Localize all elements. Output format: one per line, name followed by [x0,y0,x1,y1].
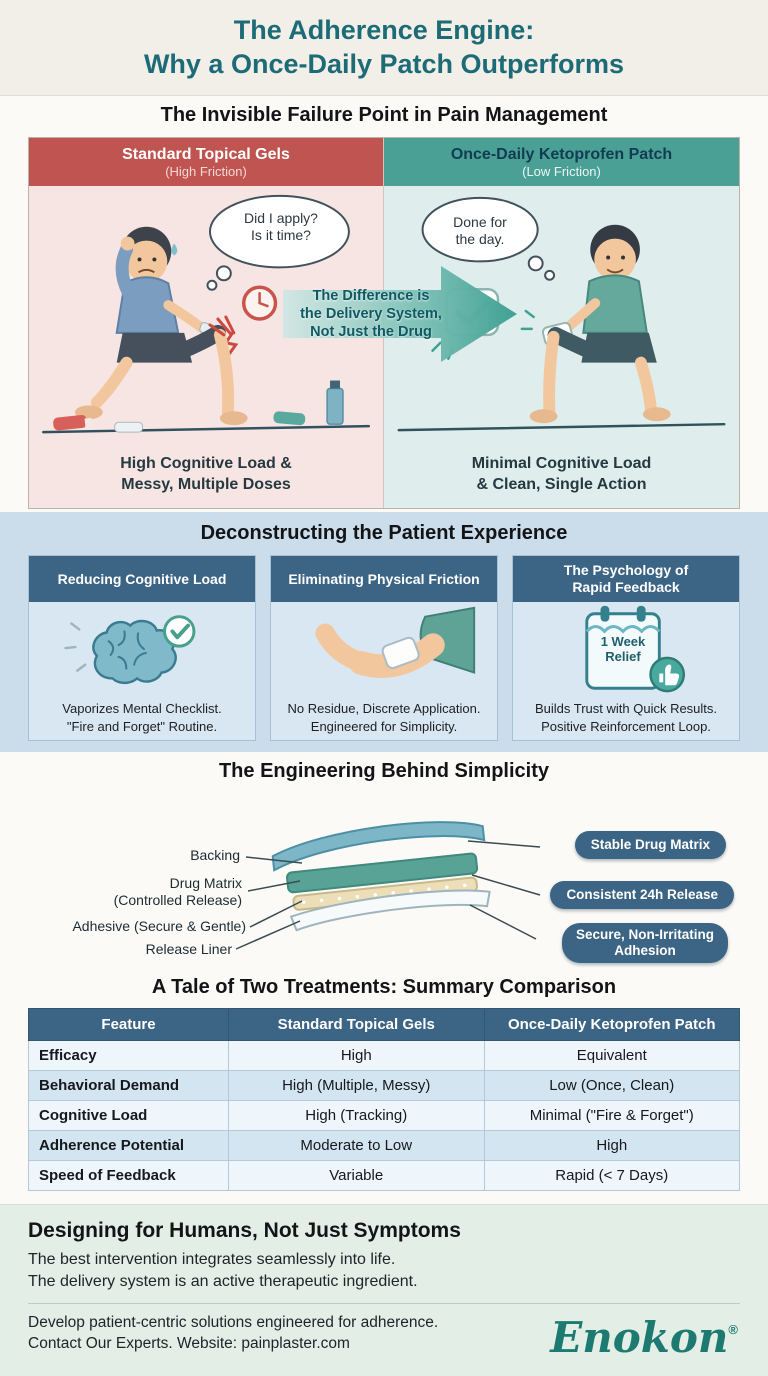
patch-panel-subtitle: (Low Friction) [522,163,601,179]
patch-thought-text: Done for the day. [453,214,507,247]
gel-tube-icon [53,415,88,431]
comparison-panel: Standard Topical Gels (High Friction) [28,137,740,509]
gel-tube-icon [114,421,143,433]
table-cell-feature: Speed of Feedback [28,1160,229,1191]
footer-title: Designing for Humans, Not Just Symptoms [28,1219,461,1242]
thought-bubble [421,196,539,263]
patch-icon [381,636,420,670]
comparison-table: Feature Standard Topical Gels Once-Daily… [28,1008,740,1191]
bottle-icon [326,387,344,425]
footer-divider [28,1302,740,1304]
table-cell: High [483,1130,740,1161]
column-header-gels: Standard Topical Gels [228,1008,485,1041]
brand-name: Enokon [550,1313,729,1362]
table-header-row: Feature Standard Topical Gels Once-Daily… [28,1008,740,1041]
table-cell-feature: Adherence Potential [28,1130,229,1161]
section2-title: Deconstructing the Patient Experience [200,522,568,544]
gel-panel-subtitle: (High Friction) [165,163,247,179]
thought-bubble [208,194,350,269]
arm-patch-icon [271,602,497,700]
card-header: Reducing Cognitive Load [29,556,255,602]
layer-label-drug-matrix: Drug Matrix (Controlled Release) [113,875,242,908]
arrow-text: The Difference is the Delivery System, N… [300,287,442,341]
table-cell: High [228,1040,485,1071]
section-failure-point: The Invisible Failure Point in Pain Mana… [0,96,768,512]
layer-label-adhesive: Adhesive (Secure & Gentle) [72,918,246,934]
card-cognitive-load: Reducing Cognitive Load Vaporizes Mental… [28,555,256,741]
card-header: Eliminating Physical Friction [271,556,497,602]
table-row: Adherence Potential Moderate to Low High [28,1130,740,1161]
card-rapid-feedback: The Psychology of Rapid Feedback 1 Week … [512,555,740,741]
gel-user-illustration [42,194,370,434]
section4-title: A Tale of Two Treatments: Summary Compar… [151,976,617,998]
badge-adhesion: Secure, Non-Irritating Adhesion [561,923,728,964]
card-header: The Psychology of Rapid Feedback [513,556,739,602]
section-summary-comparison: A Tale of Two Treatments: Summary Compar… [0,968,768,1204]
table-cell: Moderate to Low [228,1130,485,1161]
footer-message: The best intervention integrates seamles… [28,1251,418,1291]
layer-label-backing: Backing [190,847,240,863]
section-patient-experience: Deconstructing the Patient Experience Re… [0,512,768,752]
table-cell: Minimal ("Fire & Forget") [483,1100,740,1131]
gel-smear-marks [208,315,236,337]
section-engineering: The Engineering Behind Simplicity [0,752,768,968]
column-header-feature: Feature [28,1008,229,1041]
card-body: No Residue, Discrete Application. Engine… [287,701,481,735]
card-physical-friction: Eliminating Physical Friction No Residue… [270,555,498,741]
sweat-drop-icon [171,243,178,256]
gel-thought-text: Did I apply? Is it time? [244,210,318,243]
arrow-icon [283,266,517,362]
page-title: The Adherence Engine: Why a Once-Daily P… [143,14,625,79]
gel-scene: Did I apply? Is it time? [29,186,383,448]
section1-title: The Invisible Failure Point in Pain Mana… [160,104,608,126]
table-cell-feature: Efficacy [28,1040,229,1071]
gel-tube-icon [273,411,306,426]
table-cell: High (Tracking) [228,1100,485,1131]
delivery-system-arrow: The Difference is the Delivery System, N… [283,264,517,364]
gel-panel-header: Standard Topical Gels (High Friction) [29,138,383,186]
patch-layers-diagram: Backing Drug Matrix (Controlled Release)… [0,787,768,964]
pain-zigzag-icon [223,330,239,360]
patch-caption: Minimal Cognitive Load & Clean, Single A… [471,455,652,493]
table-cell: Rapid (< 7 Days) [483,1160,740,1191]
table-cell: Variable [228,1160,485,1191]
brand-logo: Enokon® [550,1313,738,1362]
table-cell: Equivalent [483,1040,740,1071]
table-row: Cognitive Load High (Tracking) Minimal (… [28,1100,740,1131]
experience-cards: Reducing Cognitive Load Vaporizes Mental… [28,555,740,741]
patch-panel-title: Once-Daily Ketoprofen Patch [450,145,673,163]
calendar-text: 1 Week Relief [600,634,646,664]
backing-layer [271,821,486,872]
registered-trademark-icon: ® [728,1322,738,1337]
brain-checkmark-icon [29,602,255,700]
footer: Designing for Humans, Not Just Symptoms … [0,1204,768,1376]
card-body: Vaporizes Mental Checklist. "Fire and Fo… [62,701,222,735]
table-row: Speed of Feedback Variable Rapid (< 7 Da… [28,1160,740,1191]
calendar-thumbs-up-icon: 1 Week Relief [513,602,739,700]
section3-title: The Engineering Behind Simplicity [218,760,550,782]
table-cell: Low (Once, Clean) [483,1070,740,1101]
release-liner-layer [289,889,491,932]
gel-panel-title: Standard Topical Gels [122,145,290,163]
card-body: Builds Trust with Quick Results. Positiv… [534,701,718,735]
infographic-header: The Adherence Engine: Why a Once-Daily P… [0,0,768,96]
table-cell-feature: Cognitive Load [28,1100,229,1131]
patch-panel-header: Once-Daily Ketoprofen Patch (Low Frictio… [384,138,739,186]
table-cell-feature: Behavioral Demand [28,1070,229,1101]
gel-caption: High Cognitive Load & Messy, Multiple Do… [120,455,292,493]
table-row: Efficacy High Equivalent [28,1040,740,1071]
footer-cta: Develop patient-centric solutions engine… [28,1313,439,1353]
layer-label-release-liner: Release Liner [145,941,232,957]
badge-24h-release: Consistent 24h Release [550,881,734,910]
table-row: Behavioral Demand High (Multiple, Messy)… [28,1070,740,1101]
patch-layers-illustration [235,821,541,950]
table-cell: High (Multiple, Messy) [228,1070,485,1101]
badge-stable-matrix: Stable Drug Matrix [574,831,726,860]
column-header-patch: Once-Daily Ketoprofen Patch [483,1008,740,1041]
